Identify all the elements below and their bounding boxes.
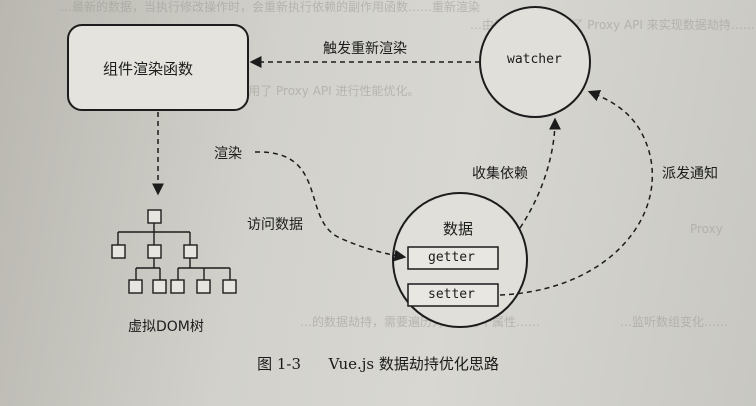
- virtual-dom-tree-icon: [111, 209, 237, 294]
- edge-label-access-data: 访问数据: [247, 217, 303, 233]
- edge-label-rerender: 触发重新渲染: [323, 41, 407, 57]
- faded-text-line-1: …最新的数据，当执行修改操作时，会重新执行依赖的副作用函数……重新渲染: [60, 0, 481, 14]
- figure-title: Vue.js 数据劫持优化思路: [328, 355, 499, 373]
- edge-notify: [499, 89, 654, 296]
- setter-box: [407, 283, 499, 307]
- virtual-dom-label: 虚拟DOM树: [128, 319, 204, 335]
- edge-label-collect-deps: 收集依赖: [472, 166, 528, 182]
- edge-label-render: 渲染: [214, 146, 242, 162]
- edge-label-notify: 派发通知: [662, 166, 718, 182]
- figure-caption: 图 1-3 Vue.js 数据劫持优化思路: [0, 353, 756, 374]
- render-function-label: 组件渲染函数: [103, 60, 194, 78]
- edge-collect-deps: [519, 117, 561, 229]
- faded-text-line-5: …监听数组变化……: [620, 315, 729, 329]
- getter-label: getter: [428, 250, 475, 265]
- faded-text-line-6: Proxy: [690, 222, 723, 236]
- watcher-label: watcher: [507, 52, 562, 67]
- edge-access-data: [254, 151, 407, 262]
- getter-box: [407, 246, 499, 270]
- figure-number: 图 1-3: [257, 355, 302, 373]
- setter-label: setter: [428, 287, 475, 302]
- render-function-node: [67, 24, 249, 111]
- data-label: 数据: [443, 220, 474, 238]
